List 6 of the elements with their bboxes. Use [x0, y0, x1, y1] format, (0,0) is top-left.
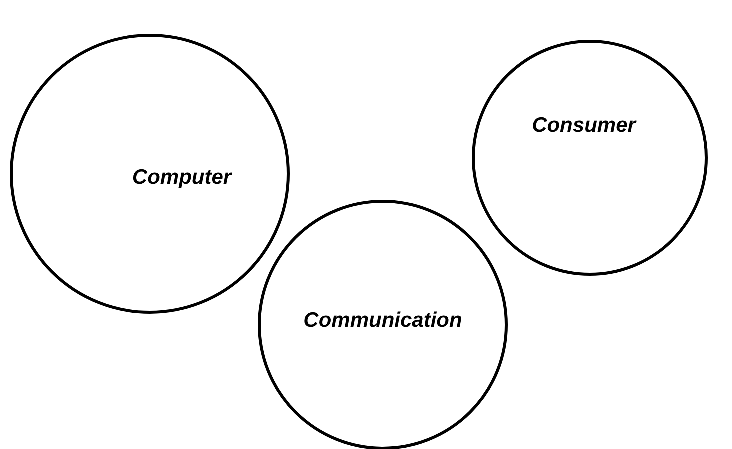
circle-label: Consumer — [532, 114, 636, 138]
circle-label: Computer — [132, 166, 232, 190]
circle — [258, 200, 508, 449]
circle-label: Communication — [304, 309, 462, 333]
circle — [472, 40, 708, 276]
circle — [10, 34, 290, 314]
